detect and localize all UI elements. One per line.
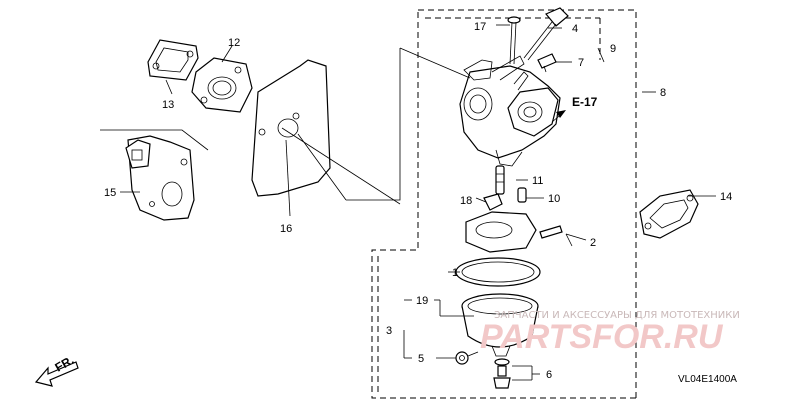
insulator-12 xyxy=(191,57,253,113)
screw-4 xyxy=(523,7,569,61)
bracket-15 xyxy=(100,129,209,221)
watermark-logo: PARTSFOR.RU xyxy=(480,318,724,356)
callout-15: 15 xyxy=(104,187,116,199)
callout-8: 8 xyxy=(660,87,666,99)
carburetor-body xyxy=(459,55,561,167)
reference-label: E-17 xyxy=(572,95,598,109)
leader-lines xyxy=(120,24,716,381)
screw-17 xyxy=(507,16,521,65)
drawing-code: VL04E1400A xyxy=(678,374,737,385)
screw-7 xyxy=(537,53,557,73)
callout-17: 17 xyxy=(474,21,486,33)
reference-arrow xyxy=(551,110,566,123)
jet-11 xyxy=(495,165,505,195)
float-chamber-19 xyxy=(461,293,539,357)
gasket-plate-16 xyxy=(251,59,331,197)
watermark-tagline: ЗАПЧАСТИ И АКСЕССУАРЫ ДЛЯ МОТОТЕХНИКИ xyxy=(494,310,740,321)
callout-19: 19 xyxy=(416,295,428,307)
front-direction-arrow xyxy=(34,361,79,387)
callout-5: 5 xyxy=(418,353,424,365)
callout-2: 2 xyxy=(590,237,596,249)
callout-12: 12 xyxy=(228,37,240,49)
jet-10 xyxy=(517,187,527,203)
float-2 xyxy=(465,211,563,253)
callout-18: 18 xyxy=(460,195,472,207)
gasket-13 xyxy=(147,39,199,81)
assembly-boundary-outer xyxy=(371,9,637,399)
callout-11: 11 xyxy=(532,175,543,187)
callout-4: 4 xyxy=(572,23,578,35)
callout-13: 13 xyxy=(162,99,174,111)
callout-9: 9 xyxy=(610,43,616,55)
gasket-14 xyxy=(639,189,699,239)
bolt-6 xyxy=(493,358,511,389)
callout-14: 14 xyxy=(720,191,732,203)
callout-3: 3 xyxy=(386,325,392,337)
drain-screw-5 xyxy=(455,351,479,365)
callout-7: 7 xyxy=(578,57,584,69)
o-ring-1 xyxy=(455,257,541,287)
callout-10: 10 xyxy=(548,193,560,205)
callout-6: 6 xyxy=(546,369,552,381)
callout-1: 1 xyxy=(452,267,458,279)
callout-16: 16 xyxy=(280,223,292,235)
nozzle-18 xyxy=(483,193,503,211)
